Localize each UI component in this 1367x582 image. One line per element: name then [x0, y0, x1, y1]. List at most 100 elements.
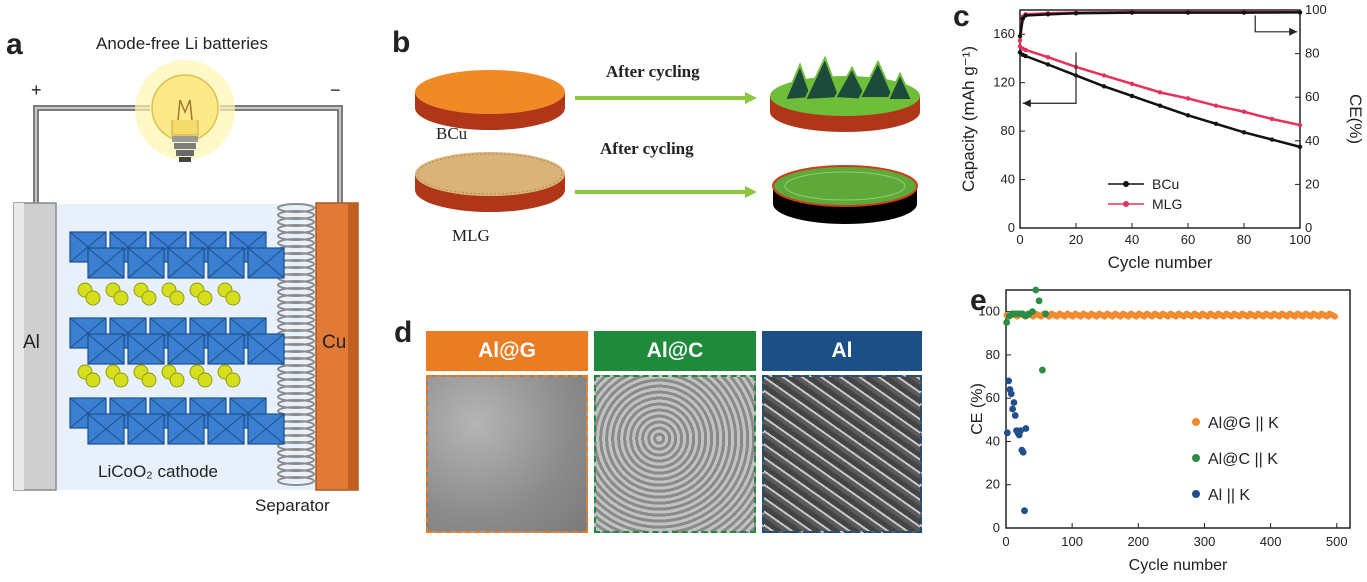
data-point [1038, 366, 1046, 374]
li-atom [141, 290, 157, 306]
legend-label: Al || K [1208, 487, 1250, 504]
data-point [1157, 103, 1163, 108]
y-tick-label: 80 [1001, 123, 1015, 138]
after-cycling-top-label: After cycling [606, 62, 700, 81]
data-point [1003, 429, 1011, 437]
y2-tick-label: 40 [1305, 133, 1319, 148]
li-atom [197, 290, 213, 306]
panel-letter-d: d [394, 316, 413, 349]
data-point [1045, 62, 1051, 67]
right-axis-arrow [1254, 15, 1298, 33]
y2-tick-label: 100 [1305, 2, 1327, 17]
data-point [1269, 116, 1275, 122]
octahedron-edge [127, 247, 165, 279]
data-point [1241, 130, 1247, 135]
data-point [1269, 137, 1275, 142]
y2-tick-label: 80 [1305, 46, 1319, 61]
data-point [1157, 90, 1163, 95]
plus-terminal-label: + [31, 80, 42, 100]
plot-frame [1019, 9, 1301, 229]
legend-label: Al@C || K [1208, 451, 1278, 468]
sem-panel-al: Al [762, 331, 922, 533]
x-tick-label: 400 [1260, 534, 1282, 549]
x-tick-label: 20 [1069, 232, 1083, 247]
data-point [1020, 16, 1025, 21]
data-point [1101, 73, 1107, 78]
y2-tick-label: 20 [1305, 176, 1319, 191]
data-point [1029, 308, 1036, 316]
octahedron-edge [87, 333, 125, 365]
cu-electrode-label: Cu [322, 332, 347, 353]
sem-panel-alc: Al@C [594, 331, 756, 533]
data-point [1022, 425, 1030, 432]
li-atom [169, 372, 185, 388]
legend-marker [1123, 181, 1129, 187]
legend-marker [1192, 418, 1200, 426]
panel-letter-a: a [6, 28, 23, 61]
octahedron-edge [87, 413, 125, 445]
y-tick-label: 120 [993, 75, 1015, 90]
left-axis-arrow [1022, 52, 1077, 104]
panel-letter-e: e [970, 284, 987, 317]
data-point [1009, 405, 1017, 413]
data-point [1213, 103, 1219, 108]
data-point-alg [1331, 313, 1338, 320]
cathode-label: LiCoO₂ cathode [98, 462, 219, 481]
data-point [1241, 109, 1247, 114]
data-point [1129, 93, 1135, 99]
li-atom [113, 372, 129, 388]
data-point [1023, 47, 1028, 53]
octahedron-edge [127, 333, 165, 365]
x-tick-label: 300 [1194, 534, 1216, 549]
data-point [1101, 84, 1107, 89]
data-point [1297, 10, 1303, 15]
panel-a-battery-diagram [13, 60, 359, 491]
panel-letter-c: c [953, 0, 970, 33]
y-tick-label: 80 [986, 347, 1000, 362]
sem-image-al [762, 375, 922, 533]
legend-marker [1123, 201, 1129, 207]
octahedron-edge [167, 333, 205, 365]
x-tick-label: 60 [1181, 232, 1195, 247]
legend-marker [1192, 454, 1200, 462]
data-point [1023, 13, 1028, 18]
sem-image-alg [426, 375, 588, 533]
li-atom [225, 290, 241, 306]
li-atom [113, 290, 129, 306]
y-tick-label: 40 [1001, 172, 1015, 187]
li-atom [141, 372, 157, 388]
series-line [1019, 51, 1301, 149]
y-tick-label: 0 [1008, 220, 1015, 235]
li-atom [85, 372, 101, 388]
li-atom [169, 290, 185, 306]
data-point [1073, 11, 1079, 16]
legend-marker [1192, 490, 1200, 498]
y2-tick-label: 0 [1305, 220, 1312, 235]
left-axis-arrowhead [1022, 99, 1031, 108]
data-point [1017, 38, 1023, 43]
data-point [1045, 12, 1051, 17]
bcu-label: BCu [436, 124, 468, 143]
x-tick-label: 80 [1237, 232, 1251, 247]
octahedron-edge [207, 247, 245, 279]
legend-label: BCu [1152, 176, 1179, 192]
data-point [1023, 53, 1028, 59]
li-atom [197, 372, 213, 388]
sem-label-al: Al [762, 331, 922, 371]
y-tick-label: 40 [986, 433, 1000, 448]
data-point [1007, 390, 1015, 398]
data-point [1035, 297, 1043, 305]
x-axis-label: Cycle number [1129, 557, 1228, 574]
octahedron-edge [207, 413, 245, 445]
legend-label: MLG [1152, 196, 1182, 212]
x-tick-label: 200 [1127, 534, 1149, 549]
al-electrode-label: Al [23, 332, 40, 353]
data-point [1017, 427, 1024, 435]
y-axis-label: Capacity (mAh g⁻¹) [959, 46, 978, 192]
data-point [1129, 81, 1135, 87]
data-point [1185, 96, 1191, 101]
y2-tick-label: 60 [1305, 89, 1319, 104]
x-tick-label: 0 [1002, 534, 1009, 549]
y-tick-label: 20 [986, 477, 1000, 492]
